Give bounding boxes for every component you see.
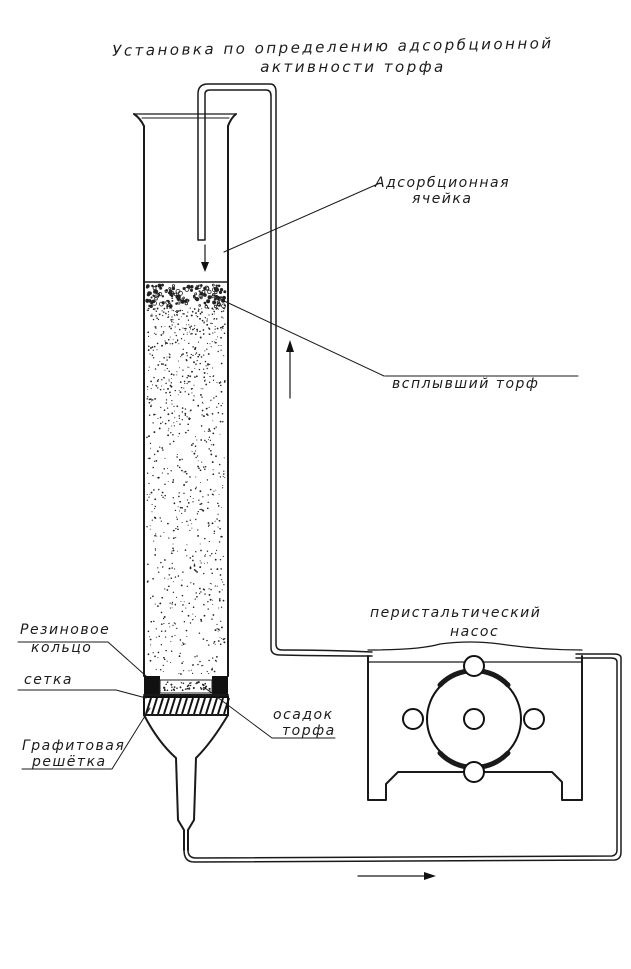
peristaltic-pump (367, 641, 583, 801)
rubber-ring-left (144, 676, 160, 694)
adsorption-column (133, 113, 237, 677)
pump-roller-left (402, 708, 424, 730)
pump-roller-right (523, 708, 545, 730)
label-sediment-2: торфа (282, 723, 336, 739)
pump-roller-top (463, 655, 485, 677)
leader-lines (17, 182, 579, 770)
suspended-peat-particles (146, 307, 226, 675)
label-pump-2: насос (450, 624, 499, 640)
floated-peat-layer (145, 283, 227, 309)
title-line-2: активности торфа (260, 58, 446, 76)
pump-roller-bottom (463, 761, 485, 783)
label-adsorption-cell-2: ячейка (412, 191, 472, 207)
pump-hub (463, 708, 485, 730)
column-funnel (143, 714, 229, 851)
label-mesh: сетка (24, 672, 73, 688)
return-tubing (197, 83, 373, 657)
label-floated-peat: всплывший торф (392, 376, 539, 392)
label-sediment-1: осадок (273, 707, 334, 723)
column-base (143, 676, 230, 716)
title-line-1: Установка по определению адсорбционной (112, 34, 554, 60)
label-graphite-grid-2: решётка (31, 754, 107, 770)
label-pump-1: перистальтический (370, 605, 541, 621)
label-rubber-ring-1: Резиновое (20, 622, 110, 638)
label-rubber-ring-2: кольцо (31, 640, 92, 656)
flow-arrows (201, 244, 436, 880)
inlet-tubing (183, 653, 622, 863)
label-adsorption-cell-1: Адсорбционная (374, 175, 510, 191)
rubber-ring-right (212, 676, 228, 694)
label-graphite-grid-1: Графитовая (22, 738, 125, 754)
